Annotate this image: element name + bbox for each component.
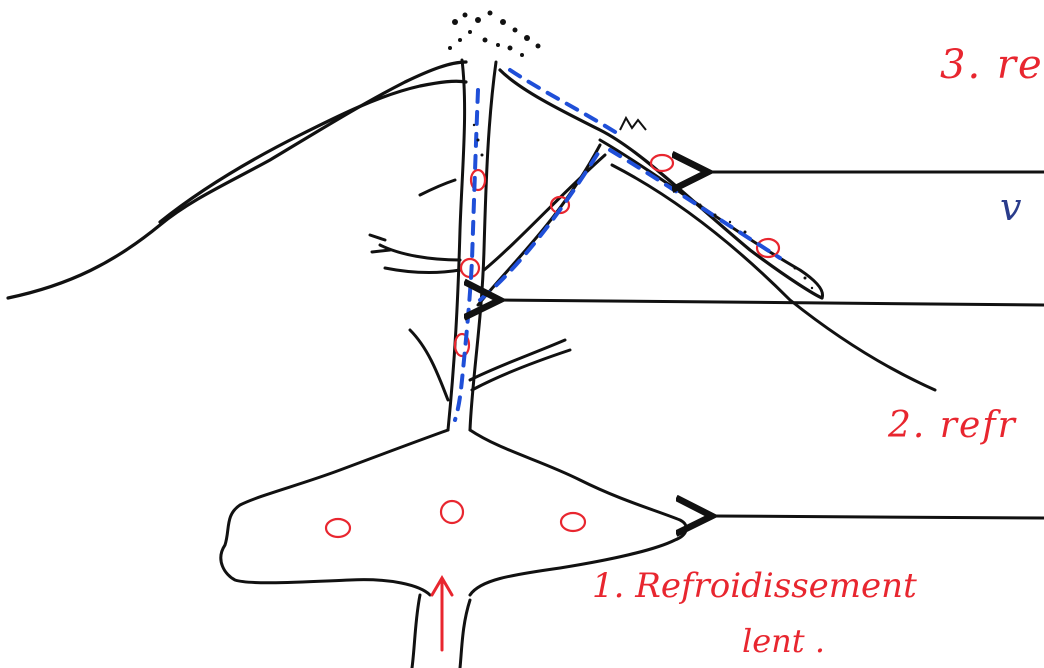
label-stage-1: 1. Refroidissement (592, 566, 917, 606)
dike (478, 145, 605, 305)
label-v: v (1000, 185, 1021, 229)
sill (600, 140, 935, 390)
magma-rise-arrow (432, 578, 452, 650)
label-stage-2: 2. refr (888, 405, 1017, 446)
label-stage-1-cont: lent . (742, 622, 825, 660)
label-stage-3: 3. re (940, 42, 1044, 88)
arrow-to-chamber (712, 516, 1044, 518)
leader-arrows (500, 172, 1044, 518)
sill-vent (620, 118, 646, 130)
arrow-to-dike (500, 300, 1044, 305)
volcano-outline (8, 62, 822, 298)
speckles (473, 124, 813, 289)
eruption-plume (448, 11, 541, 58)
